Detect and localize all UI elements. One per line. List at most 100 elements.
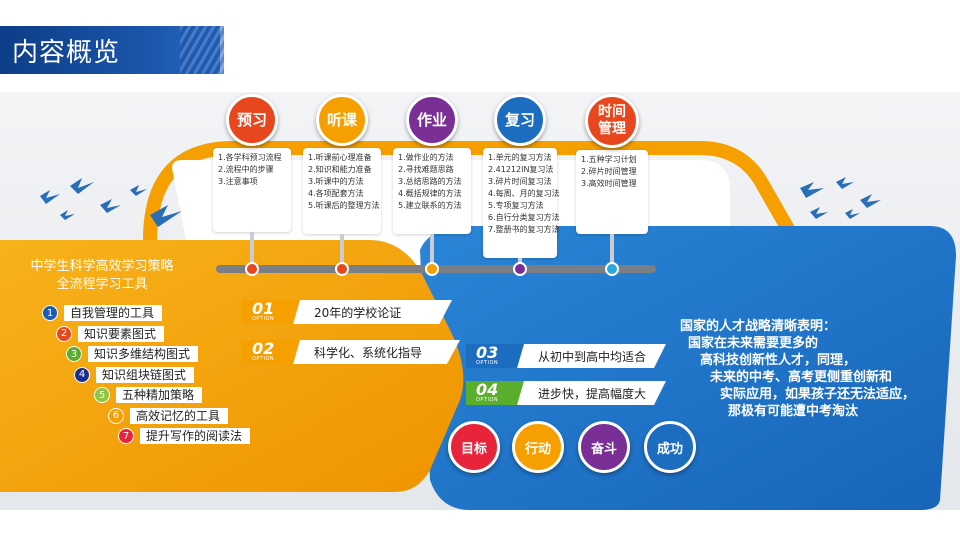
tool-label: 五种精加策略 [116,387,203,403]
tool-number-badge: 4 [74,366,90,383]
option-number: 01 [252,299,275,318]
step-item: 2.知识和能力准备 [308,165,372,174]
step-item: 3.高效时间管理 [581,179,637,188]
step-card: 1.做作业的方法 2.寻找难题思路 3.总结思路的方法 4.概括规律的方法 5.建立联系… [393,148,471,234]
step-item: 3.注意事项 [218,177,258,186]
step-item: 5.听课后的整理方法 [308,201,380,210]
step-item: 2.寻找难题思路 [398,165,454,174]
goal-label: 成功 [656,441,683,457]
tool-label: 自我管理的工具 [64,305,163,321]
tool-label: 知识要素图式 [78,325,165,342]
option-text: 科学化、系统化指导 [314,345,423,360]
statement-line: 高科技创新性人才，同理， [700,353,857,368]
step-item: 7.整册书的复习方法 [488,225,560,234]
step-item: 1.听课前心理准备 [308,153,372,162]
statement-line: 国家的人才战略清晰表明： [680,319,837,334]
step-item: 2.41212IN复习法 [488,165,554,174]
timeline-dot [513,262,527,276]
step-item: 3.碎片时间复习法 [488,177,552,186]
step-label: 时间管理 [598,104,626,137]
tool-label: 提升写作的阅读法 [140,428,251,444]
step-item: 4.每周、月的复习法 [488,189,560,198]
step-card: 1.五种学习计划 2.碎片时间管理 3.高效时间管理 [576,150,648,234]
left-panel-title: 中学生科学高效学习策略 全流程学习工具 [22,258,182,294]
statement-line: 实际应用，如果孩子还无法适应， [720,387,916,402]
goal-label: 目标 [460,441,487,457]
option-number: 03 [476,343,499,362]
left-title-line1: 中学生科学高效学习策略 [30,259,174,274]
step-circle-5[interactable]: 时间管理 [585,94,639,148]
step-item: 2.碎片时间管理 [581,167,637,176]
tool-number-badge: 1 [42,305,58,321]
step-item: 1.五种学习计划 [581,155,637,164]
step-item: 6.自行分类复习方法 [488,213,560,222]
timeline-dot [605,262,619,276]
step-item: 1.单元的复习方法 [488,153,552,162]
step-item: 5.专项复习方法 [488,201,544,210]
option-number: 02 [252,339,275,358]
step-item: 2.流程中的步骤 [218,165,274,174]
step-item: 3.听课中的方法 [308,177,364,186]
left-title-line2: 全流程学习工具 [56,277,148,292]
goal-circle-2[interactable]: 行动 [512,421,564,473]
birds-left-icon [40,178,182,227]
goal-label: 奋斗 [590,441,617,457]
tool-number-badge: 6 [108,407,124,424]
header-stripe [180,26,224,74]
step-label: 作业 [416,110,447,129]
step-item: 4.概括规律的方法 [398,189,462,198]
tool-item-7[interactable]: 7 提升写作的阅读法 [118,427,251,445]
option-text: 进步快，提高幅度大 [538,386,647,401]
option-tag: OPTION [252,316,275,322]
statement-line: 未来的中考、高考更侧重创新和 [710,370,893,385]
statement-line: 那极有可能遭中考淘汰 [728,404,859,419]
tool-number-badge: 5 [94,387,110,403]
goal-circle-4[interactable]: 成功 [644,421,696,473]
tool-item-1[interactable]: 1 自我管理的工具 [42,304,163,322]
strategy-statement: 国家的人才战略清晰表明：国家在未来需要更多的高科技创新性人才，同理，未来的中考、… [674,318,944,420]
step-item: 1.各学科预习流程 [218,153,282,162]
timeline-dot [335,262,349,276]
tool-label: 高效记忆的工具 [130,407,229,424]
step-card: 1.听课前心理准备 2.知识和能力准备 3.听课中的方法 4.各项配套方法 5.听课后的… [303,148,381,234]
step-card: 1.各学科预习流程 2.流程中的步骤 3.注意事项 [213,148,291,232]
step-label: 听课 [326,110,357,129]
step-item: 4.各项配套方法 [308,189,364,198]
birds-right-icon [800,177,881,219]
step-card: 1.单元的复习方法 2.41212IN复习法 3.碎片时间复习法 4.每周、月的复习法… [483,148,560,258]
step-item: 3.总结思路的方法 [398,177,462,186]
option-text: 20年的学校论证 [314,305,402,320]
tool-item-6[interactable]: 6 高效记忆的工具 [108,407,229,425]
option-tag: OPTION [252,356,275,362]
option-tag: OPTION [476,360,499,366]
tool-number-badge: 7 [118,428,134,444]
goal-circle-3[interactable]: 奋斗 [578,421,630,473]
tool-label: 知识组块链图式 [96,366,195,383]
tool-number-badge: 3 [66,346,82,362]
goal-circle-1[interactable]: 目标 [448,421,500,473]
step-item: 1.做作业的方法 [398,153,454,162]
goal-label: 行动 [524,441,551,457]
tool-item-5[interactable]: 5 五种精加策略 [94,386,203,404]
option-text: 从初中到高中均适合 [538,349,647,364]
timeline-dot [425,262,439,276]
step-stem [610,234,614,264]
step-item: 5.建立联系的方法 [398,201,462,210]
step-stem [340,234,344,264]
step-circle-2[interactable]: 听课 [316,94,368,146]
step-circle-1[interactable]: 预习 [226,94,278,146]
step-circle-4[interactable]: 复习 [494,94,546,146]
step-circle-3[interactable]: 作业 [406,94,458,146]
page-title: 内容概览 [12,38,121,68]
option-number: 04 [476,380,499,399]
tool-item-4[interactable]: 4 知识组块链图式 [74,366,195,384]
